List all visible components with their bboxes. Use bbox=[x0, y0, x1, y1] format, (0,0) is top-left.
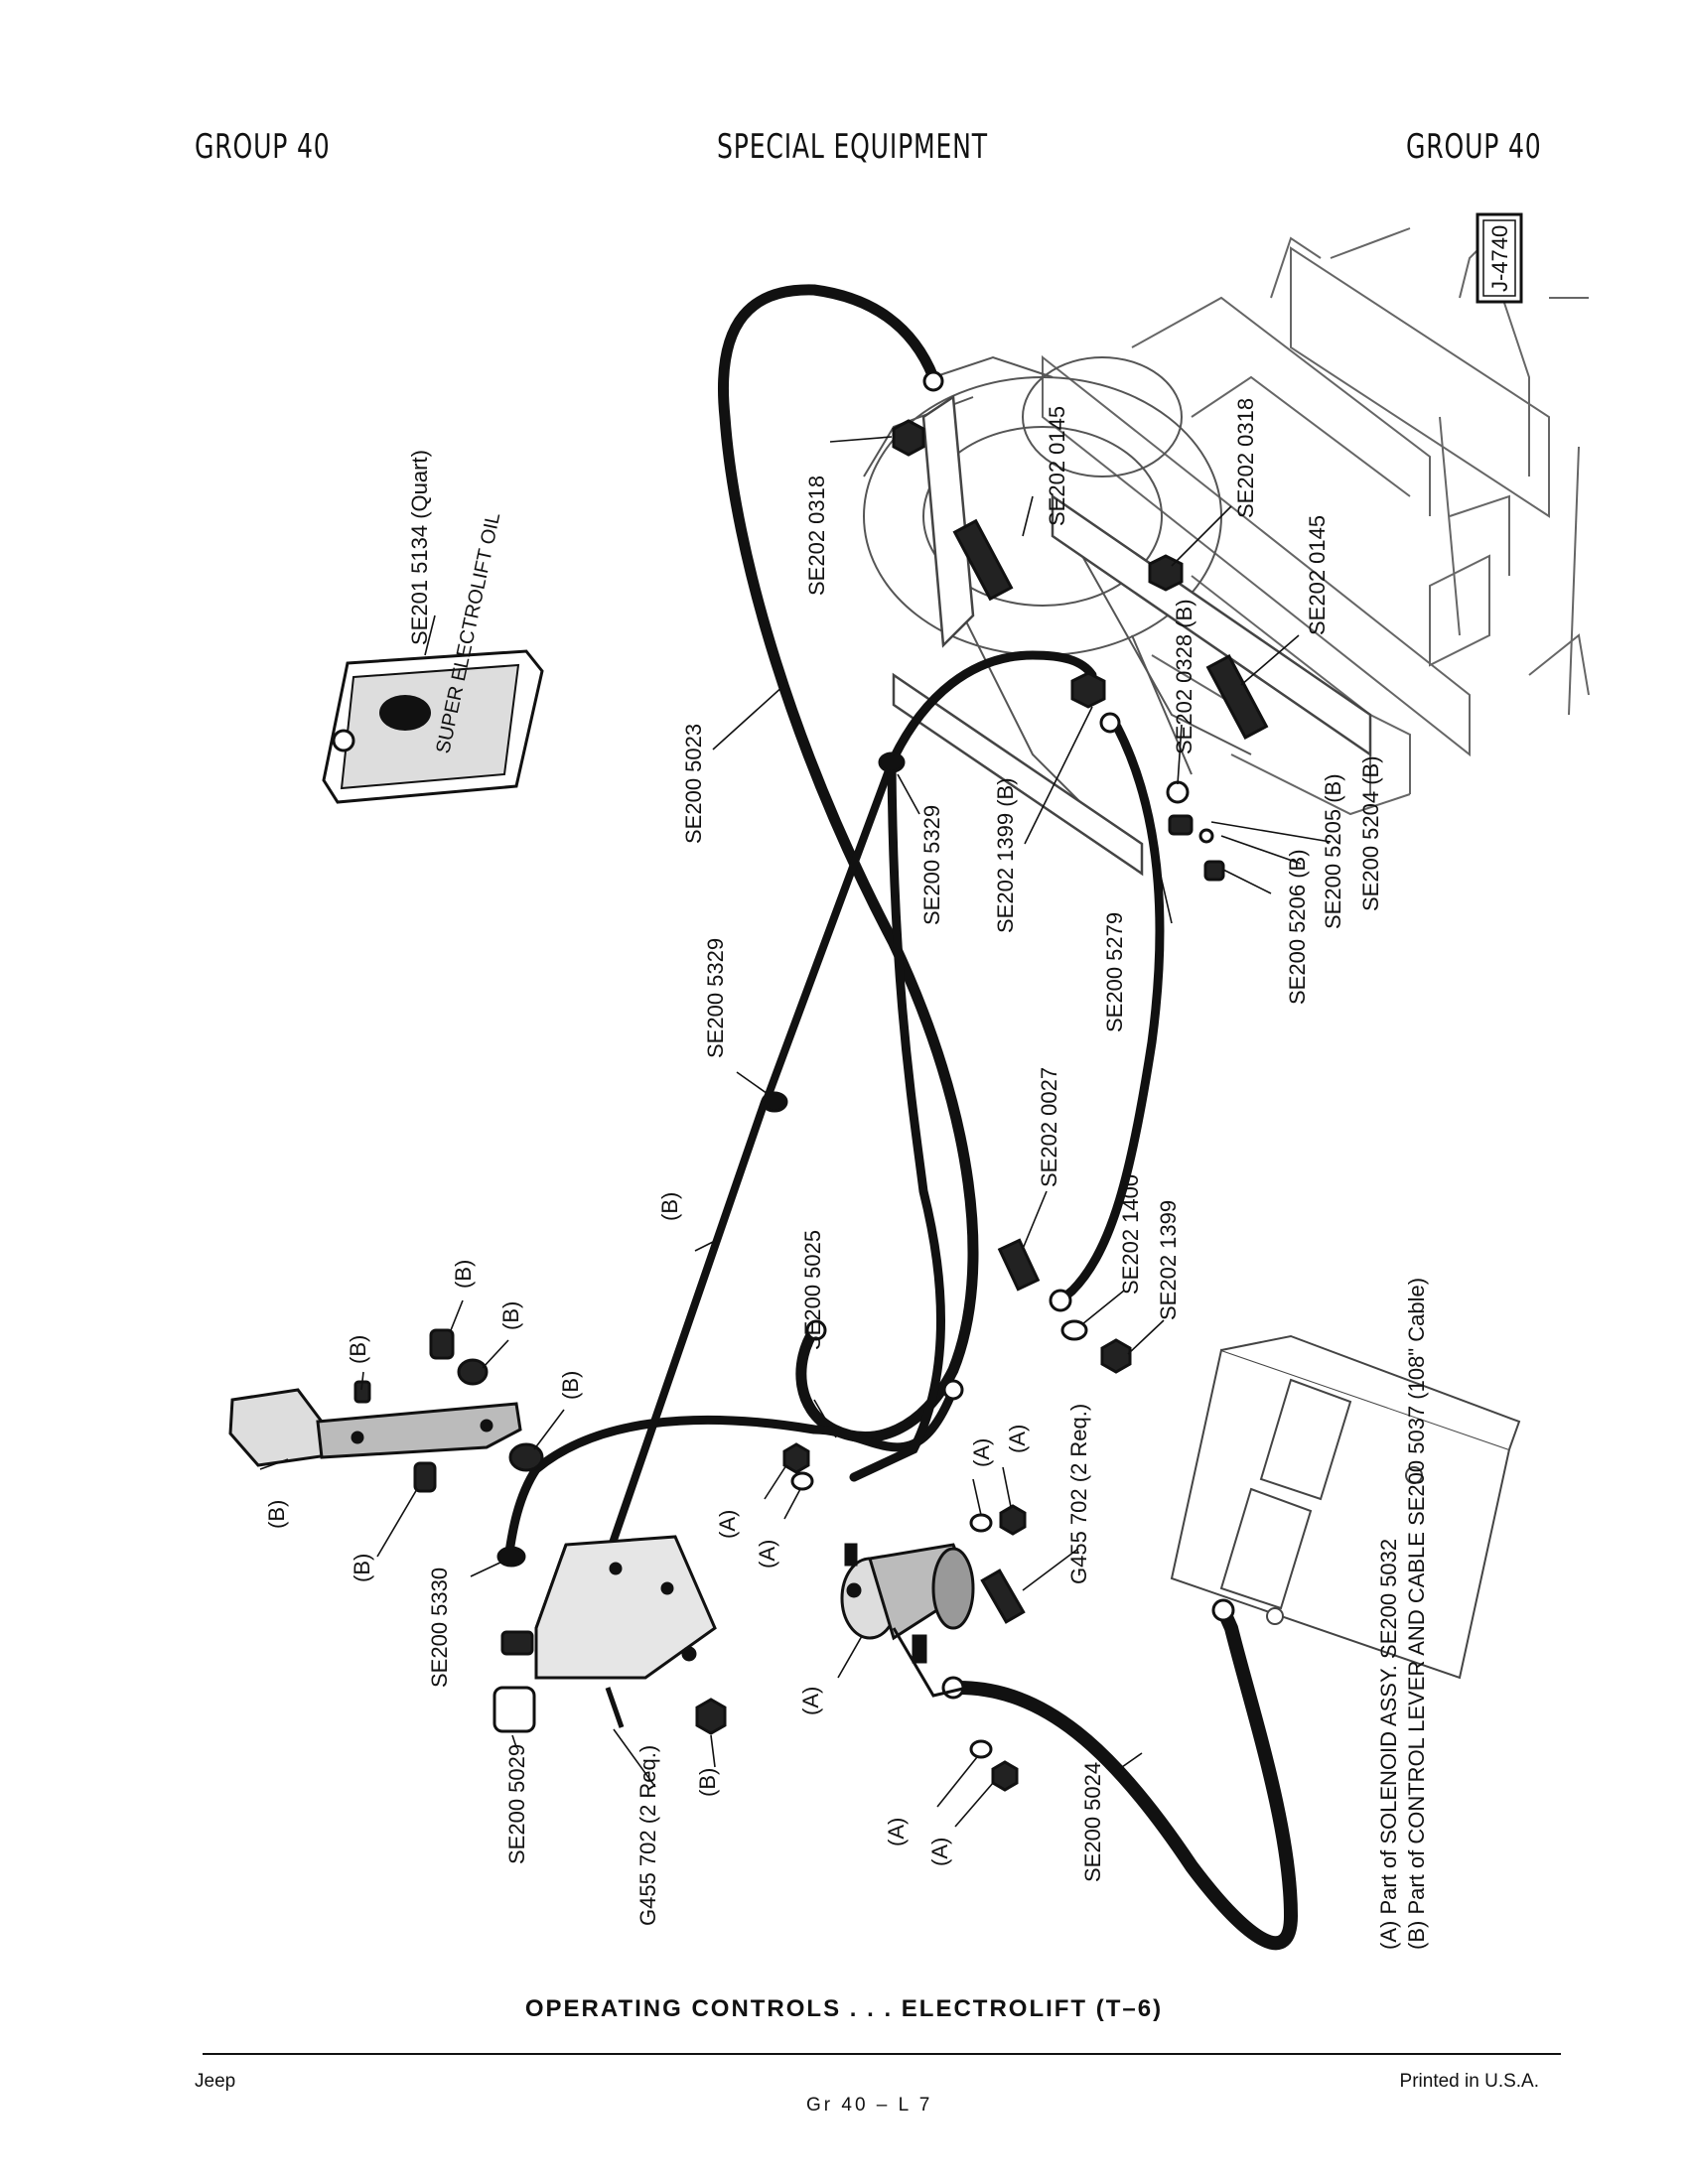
cable-se200-5279 bbox=[1055, 722, 1165, 1305]
footer-page-number: Gr 40 – L 7 bbox=[806, 2095, 933, 2116]
oil-can: SUPER ELECTROLIFT OIL bbox=[322, 510, 544, 804]
hardware-terminal bbox=[997, 1238, 1132, 1374]
label-screw-g455-right: G455 702 (2 Req.) bbox=[1066, 1404, 1091, 1584]
legend-a: (A) Part of SOLENOID ASSY. SE200 5032 bbox=[1376, 1539, 1401, 1950]
label-screw-g455-left: G455 702 (2 Req.) bbox=[635, 1745, 660, 1926]
cable-se200-5024 bbox=[951, 1603, 1299, 1951]
label-b-bushing: (B) bbox=[558, 1371, 583, 1400]
cable-se200-5329 bbox=[887, 650, 1097, 767]
label-b-bolt-top: (B) bbox=[451, 1260, 476, 1289]
label-grommet-5329-top: SE200 5329 bbox=[919, 805, 944, 925]
footer-brand: Jeep bbox=[195, 2071, 236, 2092]
label-cable-5024: SE200 5024 bbox=[1080, 1762, 1105, 1882]
switch-hardware bbox=[492, 1630, 727, 1735]
grommets bbox=[496, 751, 906, 1568]
label-bolt-0318-right: SE202 0318 bbox=[1233, 398, 1258, 518]
label-term-1399: SE202 1399 bbox=[1156, 1200, 1181, 1320]
figure-code-box: J-4740 bbox=[1476, 212, 1523, 304]
label-switch-5029: SE200 5029 bbox=[504, 1744, 529, 1864]
label-b-pin: (B) bbox=[346, 1335, 370, 1364]
label-part-5206: SE200 5206 (B) bbox=[1285, 849, 1310, 1005]
pedal-hardware bbox=[353, 1328, 544, 1493]
label-a-nut-right: (A) bbox=[1005, 1425, 1030, 1453]
label-grommet-5330: SE200 5330 bbox=[427, 1568, 452, 1688]
hardware-motor bbox=[892, 419, 1269, 882]
label-cable-5025: SE200 5025 bbox=[800, 1230, 825, 1350]
label-bolt-0027: SE202 0027 bbox=[1037, 1067, 1061, 1187]
label-b-cable: (B) bbox=[657, 1192, 682, 1221]
figure-code: J-4740 bbox=[1487, 225, 1512, 292]
label-a-washer-lower: (A) bbox=[884, 1818, 909, 1846]
cable-b-upper bbox=[763, 758, 896, 1104]
label-b-nut-bracket: (B) bbox=[695, 1768, 720, 1797]
label-b-bolt-lower: (B) bbox=[350, 1554, 374, 1582]
label-a-nut-lower: (A) bbox=[927, 1838, 952, 1866]
footer-rule bbox=[203, 2053, 1561, 2055]
label-nut-0145-right: SE202 0145 bbox=[1305, 515, 1330, 635]
label-bolt-0318-top: SE202 0318 bbox=[804, 476, 829, 596]
figure-caption: OPERATING CONTROLS . . . ELECTROLIFT (T–… bbox=[524, 1995, 1164, 2022]
label-cable-5023: SE200 5023 bbox=[681, 724, 706, 844]
legend-b: (B) Part of CONTROL LEVER AND CABLE SE20… bbox=[1404, 1278, 1429, 1950]
leader-lines bbox=[259, 436, 1332, 1828]
label-a-washer-right: (A) bbox=[969, 1438, 994, 1467]
label-b-nut-top: (B) bbox=[498, 1301, 523, 1330]
battery bbox=[1170, 1334, 1521, 1680]
label-b-pedal: (B) bbox=[264, 1500, 289, 1529]
label-part-5204: SE200 5204 (B) bbox=[1358, 755, 1383, 911]
header-section-title: SPECIAL EQUIPMENT bbox=[717, 127, 988, 167]
cable-se200-5025 bbox=[503, 1385, 958, 1564]
header-group-left: GROUP 40 bbox=[195, 127, 331, 167]
label-cable-5279: SE200 5279 bbox=[1102, 912, 1127, 1032]
mounting-bar bbox=[892, 394, 1372, 877]
cables bbox=[503, 284, 1299, 1951]
label-grommet-5329-mid: SE200 5329 bbox=[703, 938, 728, 1058]
label-term-1399-b: SE202 1399 (B) bbox=[993, 777, 1018, 933]
footer-printed: Printed in U.S.A. bbox=[1399, 2071, 1539, 2092]
foot-pedal bbox=[228, 1388, 522, 1467]
cable-solenoid-lower bbox=[849, 759, 945, 1482]
label-nut-0145-top: SE202 0145 bbox=[1045, 406, 1069, 526]
label-a-solenoid: (A) bbox=[798, 1687, 823, 1715]
label-term-1400: SE202 1400 bbox=[1118, 1174, 1143, 1295]
label-washer-0328: SE202 0328 (B) bbox=[1172, 599, 1196, 754]
label-part-5205: SE200 5205 (B) bbox=[1321, 773, 1345, 929]
label-a-nut-left: (A) bbox=[715, 1510, 740, 1539]
cable-b-control bbox=[607, 1098, 769, 1553]
label-a-washer-left: (A) bbox=[755, 1540, 779, 1569]
label-oil-quart: SE201 5134 (Quart) bbox=[407, 450, 432, 645]
header-group-right: GROUP 40 bbox=[1406, 127, 1542, 167]
solenoid-hardware bbox=[782, 1442, 1027, 1792]
lever-bracket bbox=[534, 1535, 717, 1680]
solenoid bbox=[840, 1543, 975, 1698]
